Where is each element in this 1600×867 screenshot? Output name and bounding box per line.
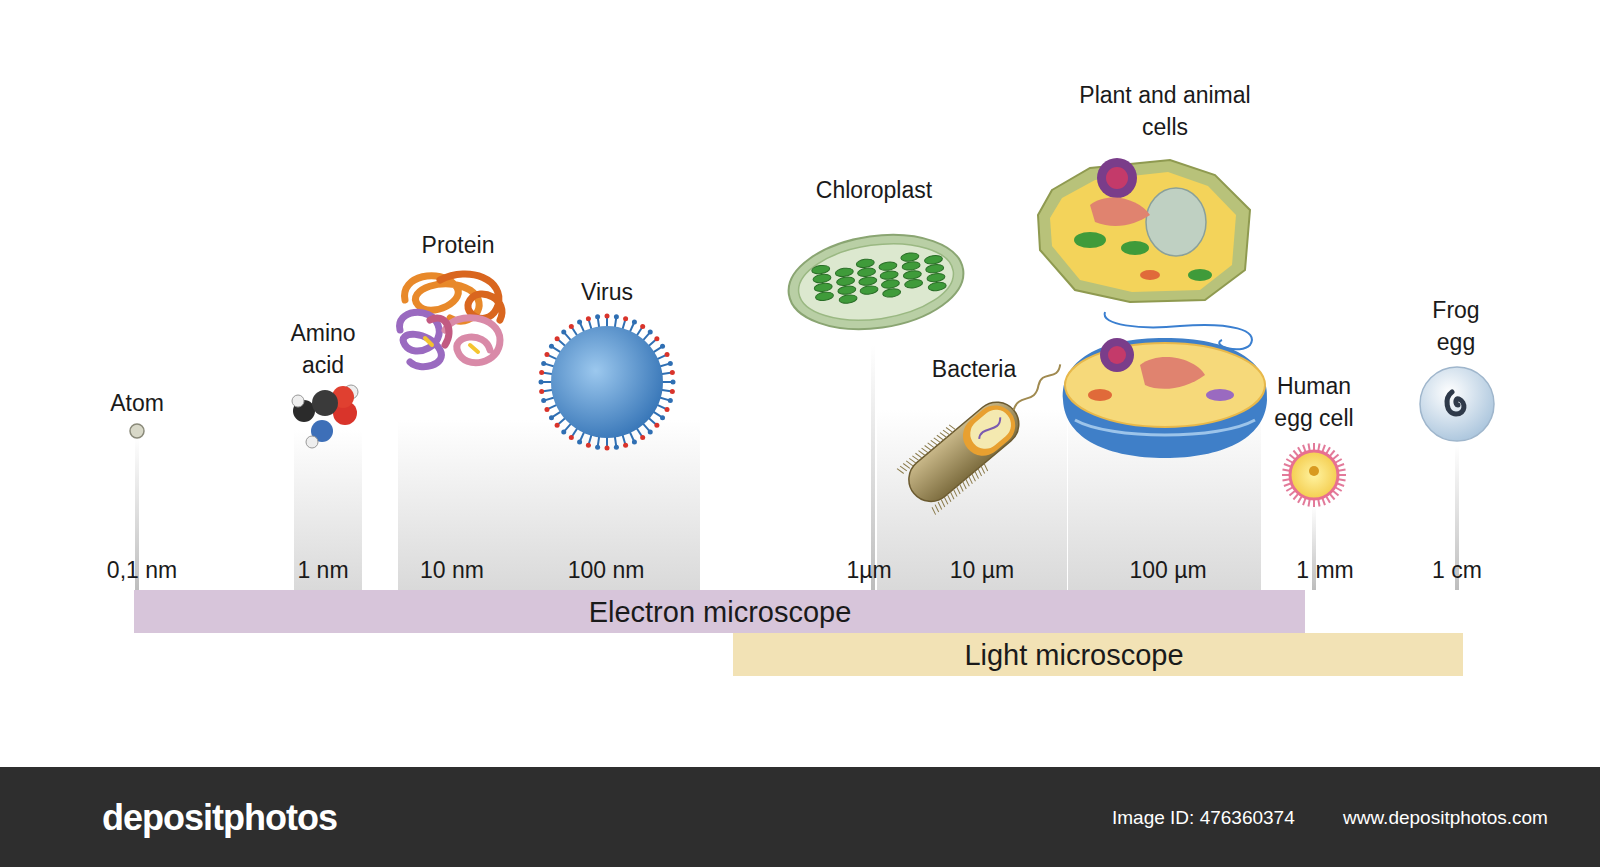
scale-value: 100 µm [1129,555,1206,587]
light-microscope-bar: Light microscope [733,633,1463,676]
scale-value: 1 nm [297,555,348,587]
scale-value: 10 nm [420,555,484,587]
scale-value: 10 µm [950,555,1014,587]
item-label: Bacteria [932,354,1016,386]
footer-band: depositphotos Image ID: 476360374 www.depo… [0,767,1600,867]
scale-value: 0,1 nm [107,555,177,587]
item-label: Amino acid [283,318,363,381]
footer-logo: depositphotos [102,797,337,839]
electron-microscope-bar: Electron microscope [134,590,1305,633]
scale-value: 100 nm [568,555,645,587]
bar-label: Light microscope [964,638,1183,671]
item-label: Protein [422,230,495,262]
scale-value: 1µm [846,555,891,587]
item-label: Virus [581,277,633,309]
bar-label: Electron microscope [589,595,852,628]
footer-id: Image ID: 476360374 [1112,807,1295,829]
footer-url: www.depositphotos.com [1343,807,1548,829]
item-label: Chloroplast [816,175,932,207]
item-label: Atom [110,388,164,420]
scale-value: 1 mm [1296,555,1354,587]
item-label: Plant and animal cells [1058,80,1273,143]
item-label: Human egg cell [1264,371,1364,434]
scale-value: 1 cm [1432,555,1482,587]
item-label: Frog egg [1425,295,1487,358]
